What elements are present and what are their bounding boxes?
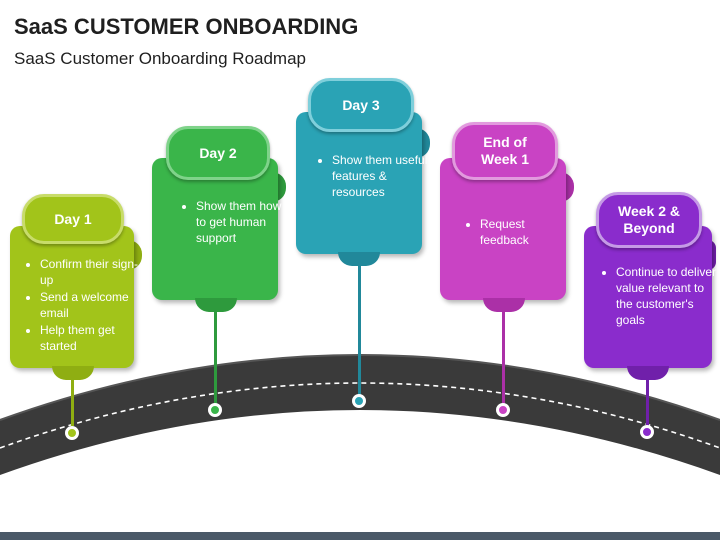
milestone-label: Day 3 bbox=[308, 78, 414, 132]
milestone-pin bbox=[65, 426, 79, 440]
milestone-label: Week 2 & Beyond bbox=[596, 192, 702, 248]
page-title: SaaS CUSTOMER ONBOARDING bbox=[14, 14, 359, 39]
card-connector bbox=[195, 298, 237, 312]
card-connector bbox=[627, 366, 669, 380]
milestone-label: Day 1 bbox=[22, 194, 124, 244]
milestone-stem bbox=[71, 380, 74, 426]
milestone-card bbox=[10, 226, 134, 368]
bullet-item: Send a welcome email bbox=[40, 289, 146, 321]
milestone-bullets: Continue to deliver value relevant to th… bbox=[598, 264, 720, 329]
milestone-bullets: Confirm their sign-up Send a welcome ema… bbox=[22, 256, 146, 355]
milestone-bullets: Show them how to get human support bbox=[178, 198, 286, 247]
milestone-card bbox=[152, 158, 278, 300]
bullet-item: Request feedback bbox=[480, 216, 576, 248]
bullet-item: Show them useful features & resources bbox=[332, 152, 432, 200]
page-subtitle: SaaS Customer Onboarding Roadmap bbox=[14, 49, 306, 68]
milestone-bullets: Show them useful features & resources bbox=[314, 152, 432, 201]
milestone-label: End of Week 1 bbox=[452, 122, 558, 180]
bullet-item: Confirm their sign-up bbox=[40, 256, 146, 288]
milestone-pin bbox=[640, 425, 654, 439]
milestone-bullets: Request feedback bbox=[462, 216, 576, 249]
card-connector bbox=[338, 252, 380, 266]
milestone-stem bbox=[214, 312, 217, 404]
milestone-pin bbox=[208, 403, 222, 417]
milestone-pin bbox=[352, 394, 366, 408]
milestone-pin bbox=[496, 403, 510, 417]
road-surface bbox=[0, 355, 720, 475]
bullet-item: Continue to deliver value relevant to th… bbox=[616, 264, 720, 328]
milestone-stem bbox=[358, 266, 361, 396]
milestone-stem bbox=[502, 312, 505, 404]
milestone-card bbox=[584, 226, 712, 368]
milestone-card bbox=[440, 158, 566, 300]
bullet-item: Help them get started bbox=[40, 322, 146, 354]
card-connector bbox=[52, 366, 94, 380]
bullet-item: Show them how to get human support bbox=[196, 198, 286, 246]
milestone-stem bbox=[646, 380, 649, 426]
footer-bar bbox=[0, 532, 720, 540]
card-connector bbox=[483, 298, 525, 312]
milestone-label: Day 2 bbox=[166, 126, 270, 180]
milestone-card bbox=[296, 112, 422, 254]
